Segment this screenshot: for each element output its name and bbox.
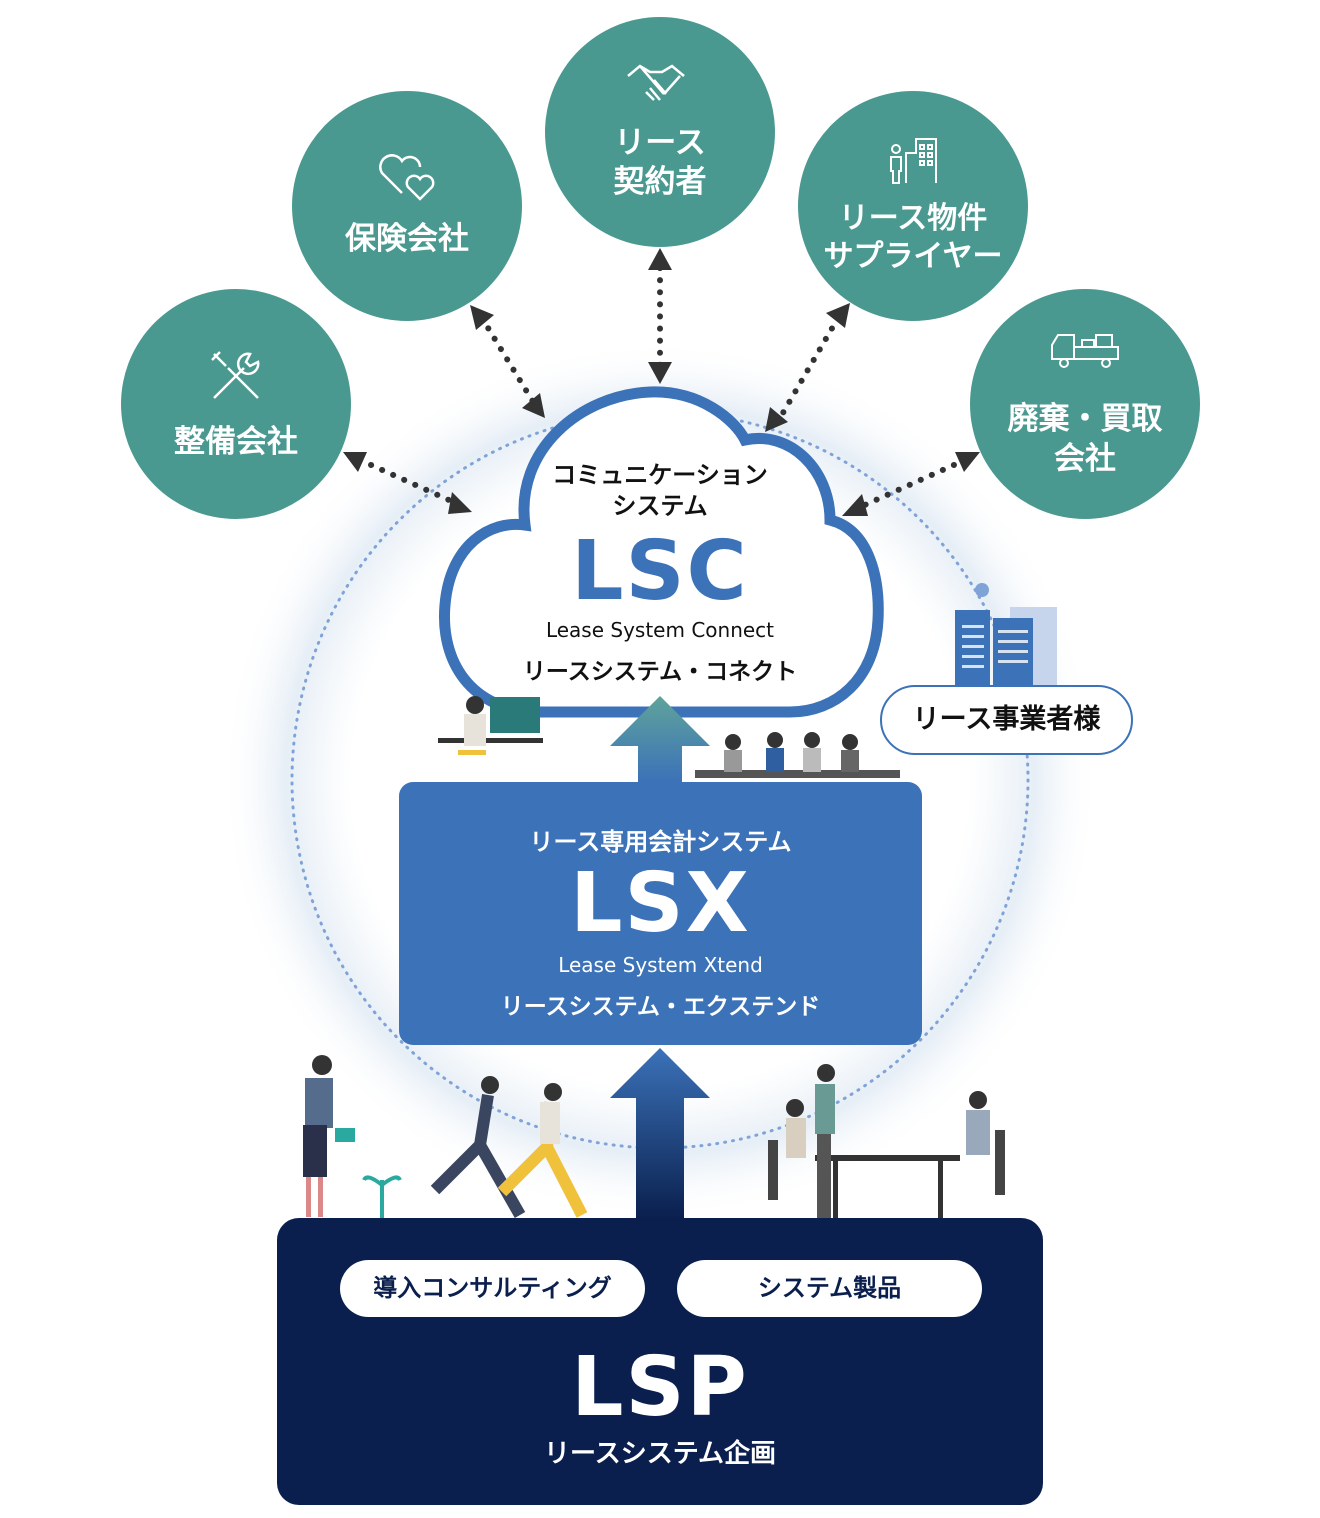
- lsp-panel: 導入コンサルティング システム製品 LSP リースシステム企画: [277, 1218, 1043, 1505]
- lsx-english-name: Lease System Xtend: [558, 953, 763, 977]
- client-label: リース事業者様: [880, 685, 1133, 755]
- lsc-japanese-name: リースシステム・コネクト: [522, 659, 798, 685]
- lsp-name: LSP: [571, 1340, 749, 1435]
- partner-disposal-purchase-company: 廃棄・買取 会社: [970, 289, 1200, 519]
- arrow-lsx-to-lsc: [610, 696, 710, 782]
- lsc-subtitle: コミュニケーション システム: [552, 461, 768, 521]
- partner-maintenance-company: 整備会社: [121, 289, 351, 519]
- person-building-icon: [888, 137, 938, 195]
- lsc-english-name: Lease System Connect: [545, 618, 775, 642]
- tools-icon: [206, 346, 266, 416]
- connection-arrows: [357, 265, 968, 511]
- partner-supplier: リース物件 サプライヤー: [798, 91, 1028, 321]
- lsx-name: LSX: [570, 856, 751, 951]
- lsx-panel: リース専用会計システム LSX Lease System Xtend リースシス…: [399, 782, 922, 1045]
- hearts-icon: [376, 153, 438, 213]
- truck-icon: [1050, 329, 1120, 379]
- partner-insurance-company: 保険会社: [292, 91, 522, 321]
- lsp-japanese-name: リースシステム企画: [544, 1439, 776, 1469]
- lsx-subtitle: リース専用会計システム: [529, 828, 792, 856]
- service-consulting: 導入コンサルティング: [340, 1260, 645, 1317]
- lsx-japanese-name: リースシステム・エクステンド: [500, 994, 821, 1020]
- handshake-icon: [626, 62, 694, 118]
- lsc-cloud: [438, 386, 884, 718]
- office-building-icon: [955, 607, 1057, 685]
- partner-lessee: リース 契約者: [545, 17, 775, 247]
- arrow-lsp-to-lsx: [610, 1048, 710, 1220]
- service-system-products: システム製品: [677, 1260, 982, 1317]
- people-illustrations: [303, 696, 1005, 1218]
- lsc-name: LSC: [571, 524, 749, 619]
